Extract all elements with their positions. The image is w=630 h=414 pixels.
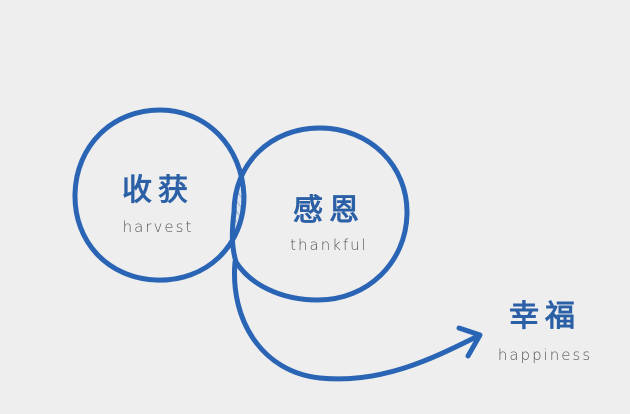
arrowhead-icon bbox=[456, 325, 483, 359]
happiness-label: 幸福 happiness bbox=[490, 302, 600, 363]
happiness-label-zh: 幸福 bbox=[509, 299, 581, 334]
harvest-label-en: harvest bbox=[122, 218, 194, 236]
happiness-label-en: happiness bbox=[497, 346, 593, 364]
thankful-circle-closure bbox=[229, 209, 239, 265]
arrow-to-happiness bbox=[231, 259, 481, 382]
harvest-label: 收获 harvest bbox=[108, 176, 208, 235]
thankful-label: 感恩 thankful bbox=[274, 196, 384, 253]
thankful-label-en: thankful bbox=[290, 236, 368, 254]
harvest-label-zh: 收获 bbox=[122, 173, 194, 208]
harvest-circle bbox=[72, 107, 247, 283]
thankful-label-zh: 感恩 bbox=[293, 193, 365, 228]
thankful-circle bbox=[231, 125, 410, 303]
